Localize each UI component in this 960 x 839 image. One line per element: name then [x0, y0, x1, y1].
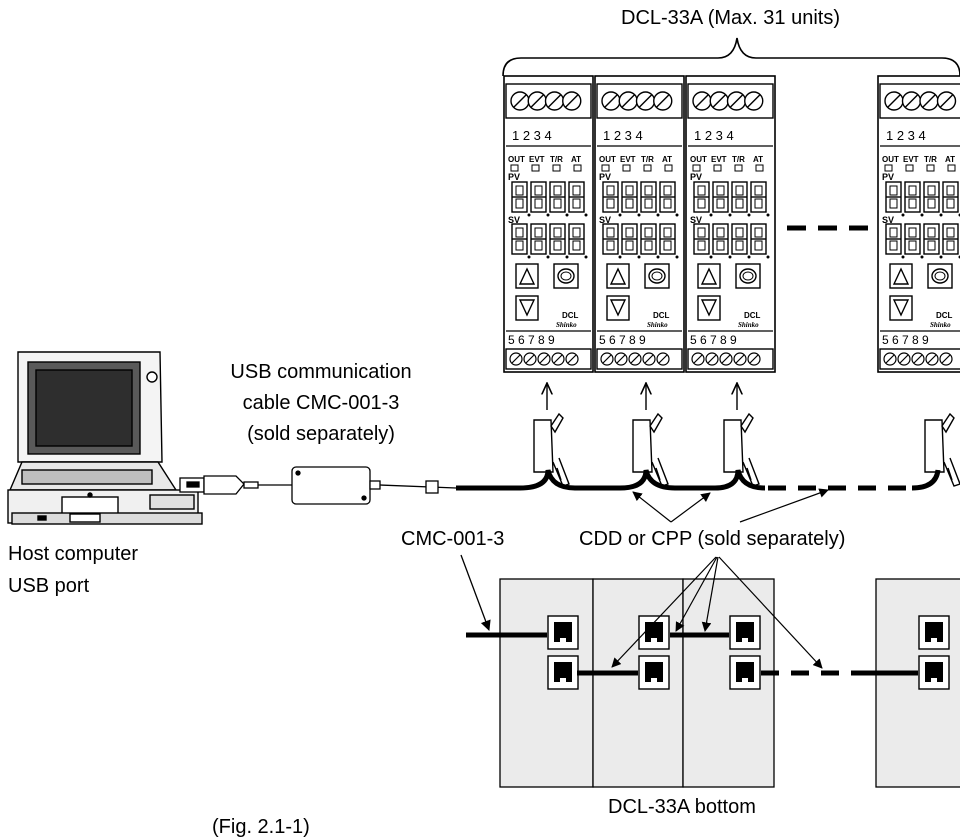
cdd-pointer-1: [633, 492, 671, 522]
rj-jack-1: [548, 616, 578, 649]
top-terminal-numbers: 1 2 3 4: [694, 128, 734, 143]
cmc-label: CMC-001-3: [401, 527, 504, 551]
rj-jack-6: [730, 656, 760, 689]
maker-mark: Shinko: [647, 321, 668, 329]
bottom-terminal-numbers: 5 6 7 8 9: [508, 333, 555, 347]
indicator-label: AT: [945, 155, 955, 164]
controller-group-brace: [503, 38, 960, 76]
bottom-terminal-numbers: 5 6 7 8 9: [882, 333, 929, 347]
bottom-terminal-numbers: 5 6 7 8 9: [690, 333, 737, 347]
indicator-label: T/R: [924, 155, 937, 164]
cable-label-line1: USB communication: [208, 360, 434, 384]
indicator-label: EVT: [529, 155, 545, 164]
modular-plug-4: [925, 414, 960, 486]
cdd-cpp-label: CDD or CPP (sold separately): [579, 527, 845, 551]
indicator-label: OUT: [508, 155, 525, 164]
top-terminal-numbers: 1 2 3 4: [603, 128, 643, 143]
brand-mark: DCL: [562, 311, 579, 320]
pv-label: PV: [690, 172, 702, 182]
indicator-label: OUT: [690, 155, 707, 164]
rj-jack-7: [919, 616, 949, 649]
indicator-label: AT: [571, 155, 581, 164]
cable-label-line2: cable CMC-001-3: [208, 391, 434, 415]
usb-plug: [180, 476, 292, 494]
pv-label: PV: [882, 172, 894, 182]
maker-mark: Shinko: [556, 321, 577, 329]
rj-jack-5: [730, 616, 760, 649]
indicator-label: T/R: [641, 155, 654, 164]
controller-group-title: DCL-33A (Max. 31 units): [621, 6, 840, 30]
indicator-label: AT: [753, 155, 763, 164]
cdd-pointer-2: [671, 493, 710, 522]
maker-mark: Shinko: [738, 321, 759, 329]
cdd-pointer-3: [740, 490, 828, 522]
indicator-label: OUT: [599, 155, 616, 164]
brand-mark: DCL: [653, 311, 670, 320]
maker-mark: Shinko: [930, 321, 951, 329]
rj-jack-8: [919, 656, 949, 689]
rj-jack-4: [639, 656, 669, 689]
indicator-label: OUT: [882, 155, 899, 164]
pv-label: PV: [599, 172, 611, 182]
host-label-line1: Host computer: [8, 542, 138, 566]
indicator-label: EVT: [903, 155, 919, 164]
figure-caption: (Fig. 2.1-1): [212, 815, 310, 839]
rj-jack-3: [639, 616, 669, 649]
indicator-label: EVT: [620, 155, 636, 164]
brand-mark: DCL: [936, 311, 953, 320]
laptop-illustration: [8, 352, 202, 524]
pv-label: PV: [508, 172, 520, 182]
top-terminal-numbers: 1 2 3 4: [512, 128, 552, 143]
indicator-label: T/R: [550, 155, 563, 164]
top-terminal-numbers: 1 2 3 4: [886, 128, 926, 143]
cable-label-line3: (sold separately): [208, 422, 434, 446]
indicator-label: EVT: [711, 155, 727, 164]
usb-converter-box: [292, 467, 456, 504]
host-label-line2: USB port: [8, 574, 89, 598]
indicator-label: T/R: [732, 155, 745, 164]
brand-mark: DCL: [744, 311, 761, 320]
indicator-label: AT: [662, 155, 672, 164]
bottom-terminal-numbers: 5 6 7 8 9: [599, 333, 646, 347]
bottom-view-label: DCL-33A bottom: [608, 795, 756, 819]
cmc-pointer: [461, 555, 489, 630]
rj-jack-2: [548, 656, 578, 689]
daisy-chain-cable: [456, 470, 765, 488]
